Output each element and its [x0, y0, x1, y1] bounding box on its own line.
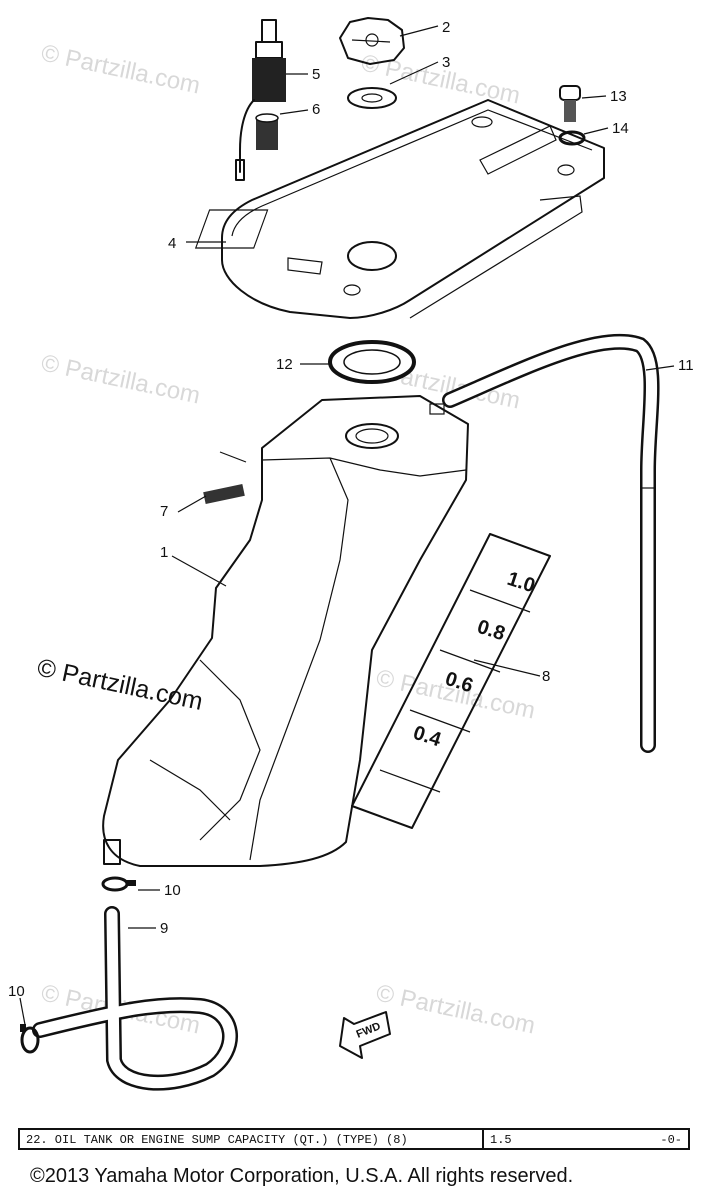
gauge-mark: 1.0: [504, 568, 537, 598]
callout-10: 10: [8, 983, 25, 1000]
callout-6: 6: [312, 101, 320, 118]
callout-10: 10: [164, 882, 181, 899]
parts-diagram: © Partzilla.com © Partzilla.com © Partzi…: [8, 17, 694, 1091]
callout-8: 8: [542, 668, 550, 685]
hose-clamp-part: [101, 876, 136, 892]
callout-12: 12: [276, 356, 293, 373]
fwd-arrow: FWD: [339, 1011, 391, 1059]
callout-4: 4: [168, 235, 176, 252]
capacity-value: 1.5: [490, 1133, 512, 1147]
watermark: © Partzilla.com: [359, 49, 523, 109]
callout-14: 14: [612, 120, 629, 137]
hose-clamp-part: [20, 1024, 40, 1054]
callout-5: 5: [312, 66, 320, 83]
gauge-mark: 0.8: [474, 616, 507, 646]
capacity-label: 22. OIL TANK OR ENGINE SUMP CAPACITY (QT…: [20, 1130, 484, 1148]
watermark: © Partzilla.com: [374, 979, 538, 1039]
capacity-type: -0-: [660, 1133, 682, 1147]
callout-11: 11: [678, 357, 694, 374]
callout-13: 13: [610, 88, 627, 105]
oil-tank-part: [102, 395, 469, 867]
short-hose-part: [32, 906, 238, 1091]
leader-lines: [19, 25, 675, 1031]
grommet-part: [255, 113, 279, 150]
watermark: © Partzilla.com: [39, 349, 203, 409]
filler-cap-part: [339, 17, 405, 65]
callout-1: 1: [160, 544, 168, 561]
callout-2: 2: [442, 19, 450, 36]
watermark: © Partzilla.com: [39, 39, 203, 99]
tank-seal-part: [328, 340, 416, 384]
callout-3: 3: [442, 54, 450, 71]
copyright-notice: ©2013 Yamaha Motor Corporation, U.S.A. A…: [30, 1165, 574, 1187]
gauge-mark: 0.4: [410, 722, 444, 752]
level-sensor-part: [235, 19, 286, 181]
capacity-table: 22. OIL TANK OR ENGINE SUMP CAPACITY (QT…: [18, 1128, 690, 1150]
decal-part: [203, 451, 247, 505]
tank-cover-part: [194, 99, 605, 319]
cap-gasket-part: [347, 87, 397, 109]
bolt-part: [559, 85, 581, 122]
callouts: 1 2 3 4 5 6 7 8 9 10 10 11 12 13 14: [8, 19, 694, 1000]
long-hose-part: [442, 333, 660, 753]
callout-7: 7: [160, 503, 168, 520]
callout-9: 9: [160, 920, 168, 937]
capacity-value-cell: 1.5 -0-: [484, 1130, 688, 1148]
